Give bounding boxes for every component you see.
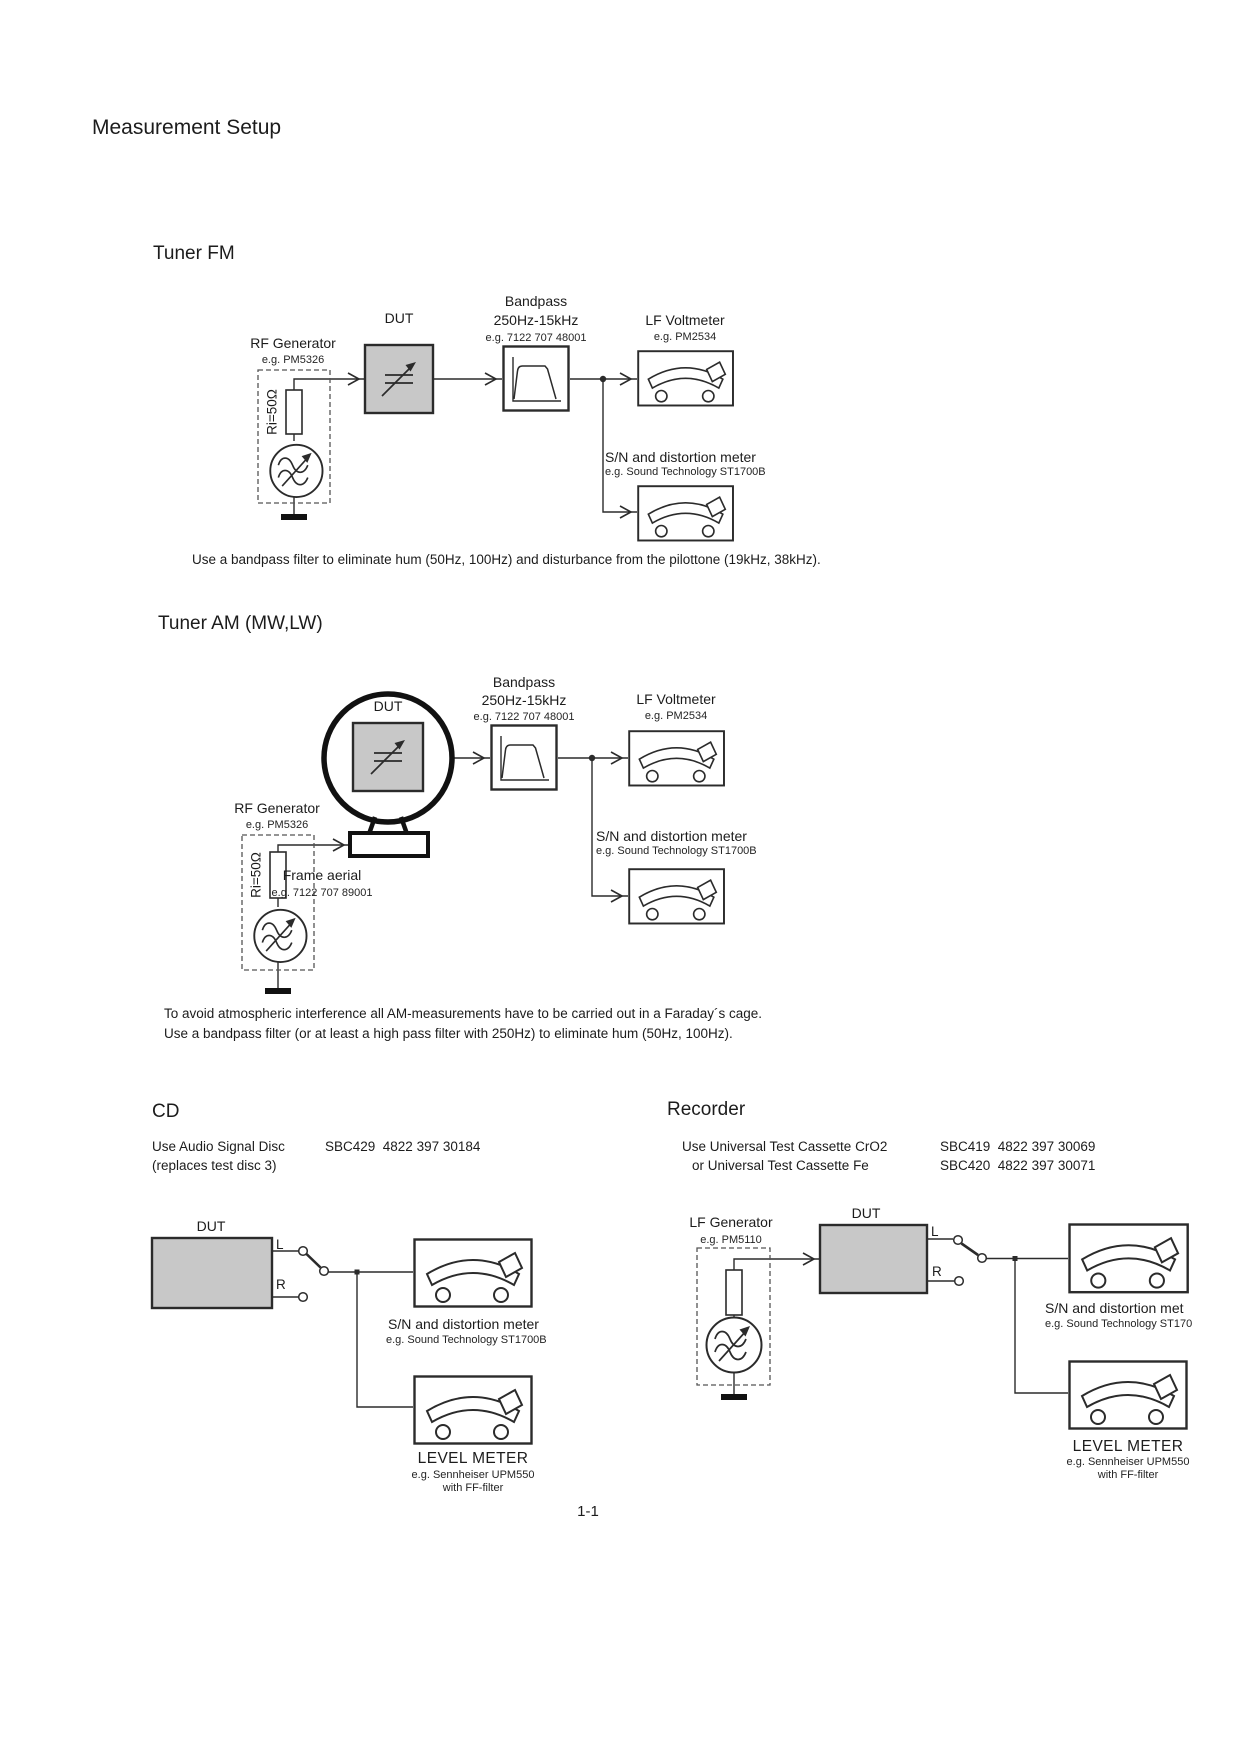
ground-icon	[265, 988, 291, 994]
rec-sn-meter-icon	[1068, 1223, 1189, 1294]
cd-intro-code1: SBC429 4822 397 30184	[325, 1139, 481, 1154]
rec-intro-line1: Use Universal Test Cassette CrO2	[682, 1139, 888, 1154]
am-bandpass-box	[490, 724, 558, 791]
am-bandpass-example: e.g. 7122 707 48001	[473, 711, 575, 723]
cd-sn-meter-label: S/N and distortion meter	[388, 1316, 539, 1332]
cd-diagram	[150, 1236, 533, 1445]
rec-intro-code2: SBC420 4822 397 30071	[940, 1158, 1096, 1173]
fm-dut-box	[363, 343, 435, 415]
rec-wires	[733, 1238, 1068, 1394]
recorder-diagram	[696, 1223, 1189, 1430]
rec-intro-code1: SBC419 4822 397 30069	[940, 1139, 1096, 1154]
rec-dut-box	[818, 1223, 929, 1295]
am-sn-meter-label: S/N and distortion meter	[596, 828, 747, 844]
cd-level-meter-label: LEVEL METER	[417, 1450, 529, 1467]
cd-dut-label: DUT	[196, 1218, 226, 1234]
cd-right-label: R	[276, 1277, 286, 1292]
resistor	[725, 1269, 743, 1316]
fm-junction-dot	[599, 375, 607, 383]
frame-aerial-example: e.g. 7122 707 89001	[271, 887, 373, 899]
am-lf-voltmeter-example: e.g. PM2534	[644, 710, 708, 722]
fm-sn-meter-icon	[637, 485, 734, 542]
ground-icon	[721, 1394, 747, 1400]
fm-lf-voltmeter-example: e.g. PM2534	[653, 331, 717, 343]
page-number: 1-1	[577, 1503, 599, 1520]
rec-right-label: R	[932, 1264, 942, 1279]
fm-bandpass-box	[502, 345, 570, 412]
rec-sn-meter-example: e.g. Sound Technology ST170	[1045, 1318, 1193, 1330]
cd-intro-line1: Use Audio Signal Disc	[152, 1139, 285, 1154]
rec-level-meter-icon	[1068, 1360, 1188, 1430]
resistor	[269, 851, 287, 899]
cd-level-meter-icon	[413, 1375, 533, 1445]
tuner-fm-diagram	[257, 343, 734, 542]
fm-sn-meter-label: S/N and distortion meter	[605, 449, 756, 465]
am-sn-meter-icon	[628, 868, 725, 925]
frame-aerial-label: Frame aerial	[282, 867, 362, 883]
rec-left-label: L	[931, 1224, 939, 1239]
cd-left-label: L	[276, 1237, 284, 1252]
generator-icon	[705, 1316, 763, 1374]
cd-lr-switch	[297, 1245, 330, 1303]
fm-rf-generator-example: e.g. PM5326	[261, 354, 325, 366]
fm-bandpass-example: e.g. 7122 707 48001	[485, 332, 587, 344]
rec-level-meter-label: LEVEL METER	[1072, 1438, 1184, 1455]
fm-sn-meter-example: e.g. Sound Technology ST1700B	[605, 466, 766, 478]
am-lf-voltmeter-icon	[628, 730, 725, 787]
resistor	[285, 389, 303, 435]
am-rf-generator-example: e.g. PM5326	[245, 819, 309, 831]
cd-sn-meter-example: e.g. Sound Technology ST1700B	[386, 1334, 547, 1346]
am-bandpass-label: Bandpass	[492, 674, 556, 690]
am-caption-line1: To avoid atmospheric interference all AM…	[164, 1006, 763, 1021]
recorder-heading: Recorder	[667, 1099, 746, 1120]
am-junction-dot	[588, 754, 596, 762]
am-dut-box	[351, 721, 425, 793]
rec-sn-meter-label: S/N and distortion met	[1045, 1300, 1184, 1316]
fm-lf-voltmeter-label: LF Voltmeter	[645, 312, 725, 328]
am-lf-voltmeter-label: LF Voltmeter	[636, 691, 716, 707]
cd-heading: CD	[152, 1101, 180, 1122]
cd-sn-meter-icon	[413, 1238, 533, 1308]
cd-level-meter-note: with FF-filter	[442, 1482, 504, 1494]
page-title: Measurement Setup	[92, 116, 282, 139]
tuner-fm-heading: Tuner FM	[153, 243, 235, 264]
rec-lf-generator-example: e.g. PM5110	[700, 1234, 762, 1246]
cd-wires	[272, 1250, 413, 1408]
cd-intro-line2: (replaces test disc 3)	[152, 1158, 277, 1173]
ground-icon	[281, 514, 307, 520]
cd-level-meter-example: e.g. Sennheiser UPM550	[411, 1469, 535, 1481]
fm-wires	[293, 378, 637, 514]
rec-lf-generator	[696, 1247, 771, 1400]
rec-lf-generator-label: LF Generator	[689, 1214, 773, 1230]
am-dut-label: DUT	[373, 698, 403, 714]
fm-lf-voltmeter-icon	[637, 350, 734, 407]
rec-lr-switch	[952, 1234, 988, 1287]
am-impedance-label: Ri=50Ω	[248, 852, 264, 898]
am-sn-meter-example: e.g. Sound Technology ST1700B	[596, 845, 757, 857]
am-rf-generator	[241, 834, 315, 994]
rec-junction-dot	[1012, 1256, 1018, 1261]
am-rf-generator-label: RF Generator	[234, 800, 320, 816]
fm-caption: Use a bandpass filter to eliminate hum (…	[192, 552, 821, 567]
am-bandpass-range: 250Hz-15kHz	[481, 692, 567, 708]
generator-icon	[253, 908, 308, 963]
tuner-am-heading: Tuner AM (MW,LW)	[158, 613, 323, 634]
am-caption-line2: Use a bandpass filter (or at least a hig…	[164, 1026, 733, 1041]
fm-rf-generator	[257, 369, 331, 520]
rec-level-meter-example: e.g. Sennheiser UPM550	[1066, 1456, 1190, 1468]
tuner-am-diagram	[241, 691, 725, 994]
rec-dut-label: DUT	[851, 1205, 881, 1221]
fm-dut-label: DUT	[384, 310, 414, 326]
rec-intro-line2: or Universal Test Cassette Fe	[692, 1158, 869, 1173]
fm-bandpass-label: Bandpass	[504, 293, 568, 309]
cd-junction-dot	[354, 1269, 360, 1275]
cd-dut-box	[150, 1236, 274, 1310]
generator-icon	[269, 443, 324, 498]
fm-impedance-label: Ri=50Ω	[264, 389, 280, 435]
fm-rf-generator-label: RF Generator	[250, 335, 336, 351]
rec-level-meter-note: with FF-filter	[1097, 1469, 1159, 1481]
fm-bandpass-range: 250Hz-15kHz	[493, 312, 579, 328]
